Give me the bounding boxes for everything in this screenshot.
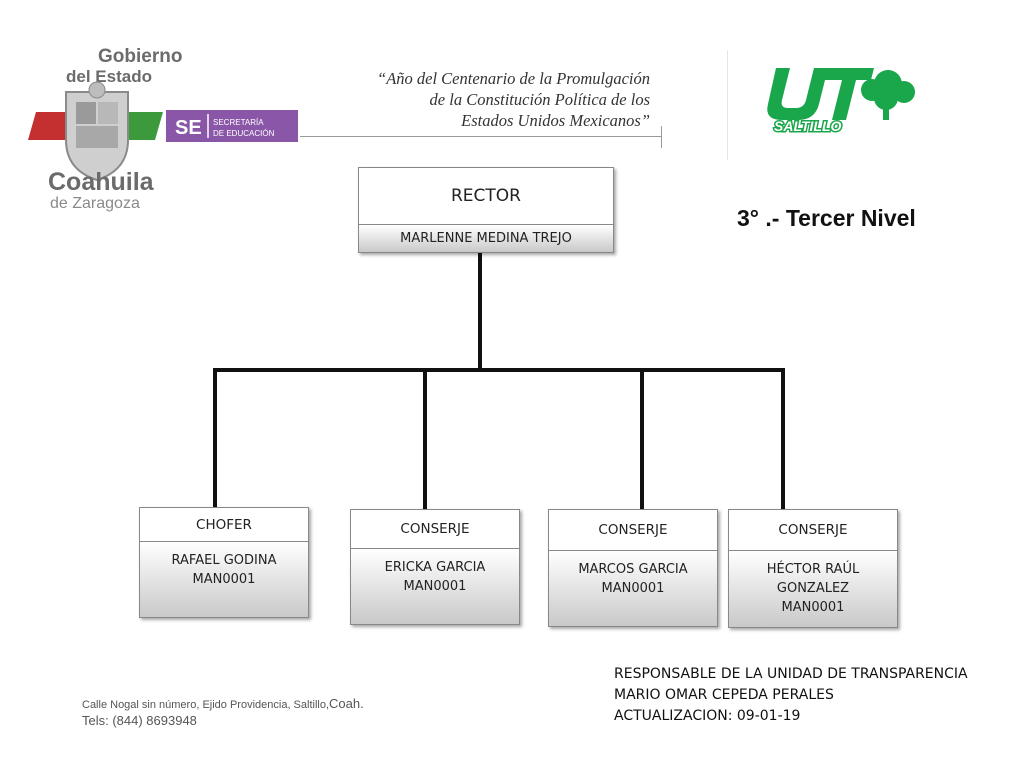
level-title: 3° .- Tercer Nivel: [737, 205, 916, 231]
coat-of-arms-icon: [65, 81, 129, 182]
node-title: CHOFER: [139, 507, 309, 542]
node-title: RECTOR: [358, 167, 614, 225]
node-title: CONSERJE: [728, 509, 898, 551]
org-node-conserje-3: CONSERJE HÉCTOR RAÚL GONZALEZ MAN0001: [728, 509, 898, 628]
node-name-line: MARCOS GARCIA: [578, 562, 688, 577]
slogan-line-3: Estados Unidos Mexicanos”: [461, 111, 650, 130]
node-name: HÉCTOR RAÚL GONZALEZ MAN0001: [728, 551, 898, 628]
gobierno-coahuila-logo: Gobierno del Estado SE SECRETARÍA DE EDU…: [28, 40, 308, 215]
slogan-line-2: de la Constitución Política de los: [429, 90, 650, 109]
node-name: RAFAEL GODINA MAN0001: [139, 542, 309, 618]
node-name-line: RAFAEL GODINA: [171, 553, 277, 568]
ut-letters-icon: [767, 68, 874, 120]
node-employee-code: MAN0001: [781, 600, 845, 615]
node-name: MARLENNE MEDINA TREJO: [358, 225, 614, 253]
tree-icon: [861, 70, 915, 120]
org-node-conserje-1: CONSERJE ERICKA GARCIA MAN0001: [350, 509, 520, 625]
logo-state: Coahuila: [48, 168, 155, 196]
address-street: Calle Nogal sin número, Ejido Providenci…: [82, 699, 330, 711]
node-name-line: ERICKA GARCIA: [384, 560, 486, 575]
responsible-heading: RESPONSABLE DE LA UNIDAD DE TRANSPARENCI…: [614, 666, 968, 682]
node-name: MARCOS GARCIA MAN0001: [548, 551, 718, 627]
phone-line: Tels: (844) 8693948: [82, 713, 197, 728]
update-date: ACTUALIZACION: 09-01-19: [614, 708, 801, 724]
centenary-slogan: “Año del Centenario de la Promulgación d…: [360, 68, 650, 131]
se-badge-line2: DE EDUCACIÓN: [213, 129, 275, 138]
org-node-chofer: CHOFER RAFAEL GODINA MAN0001: [139, 507, 309, 618]
logo-line2: del Estado: [66, 67, 152, 86]
address-line: Calle Nogal sin número, Ejido Providenci…: [82, 696, 364, 713]
slogan-underline: [300, 136, 662, 137]
address-state: Coah.: [329, 696, 364, 711]
node-employee-code: MAN0001: [403, 579, 467, 594]
node-name-line: GONZALEZ: [776, 581, 850, 596]
org-node-conserje-2: CONSERJE MARCOS GARCIA MAN0001: [548, 509, 718, 627]
node-name: ERICKA GARCIA MAN0001: [350, 549, 520, 625]
node-employee-code: MAN0001: [192, 572, 256, 587]
org-node-rector: RECTOR MARLENNE MEDINA TREJO: [358, 167, 614, 253]
slogan-line-1: “Año del Centenario de la Promulgación: [377, 69, 650, 88]
logo-line1: Gobierno: [98, 46, 182, 67]
se-badge-text: SE: [175, 117, 202, 139]
node-name-line: HÉCTOR RAÚL: [766, 562, 860, 577]
ut-saltillo-text: SALTILLO: [774, 118, 842, 134]
ut-saltillo-logo: SALTILLO: [767, 68, 915, 134]
address-block: Calle Nogal sin número, Ejido Providenci…: [82, 696, 364, 729]
slogan-rule-tick: [661, 126, 662, 148]
transparency-responsible: RESPONSABLE DE LA UNIDAD DE TRANSPARENCI…: [614, 664, 968, 727]
node-employee-code: MAN0001: [601, 581, 665, 596]
logo-state-sub: de Zaragoza: [50, 195, 140, 212]
node-title: CONSERJE: [350, 509, 520, 549]
se-badge-line1: SECRETARÍA: [213, 118, 264, 127]
node-title: CONSERJE: [548, 509, 718, 551]
responsible-name: MARIO OMAR CEPEDA PERALES: [614, 687, 834, 703]
header-divider: [727, 50, 728, 160]
